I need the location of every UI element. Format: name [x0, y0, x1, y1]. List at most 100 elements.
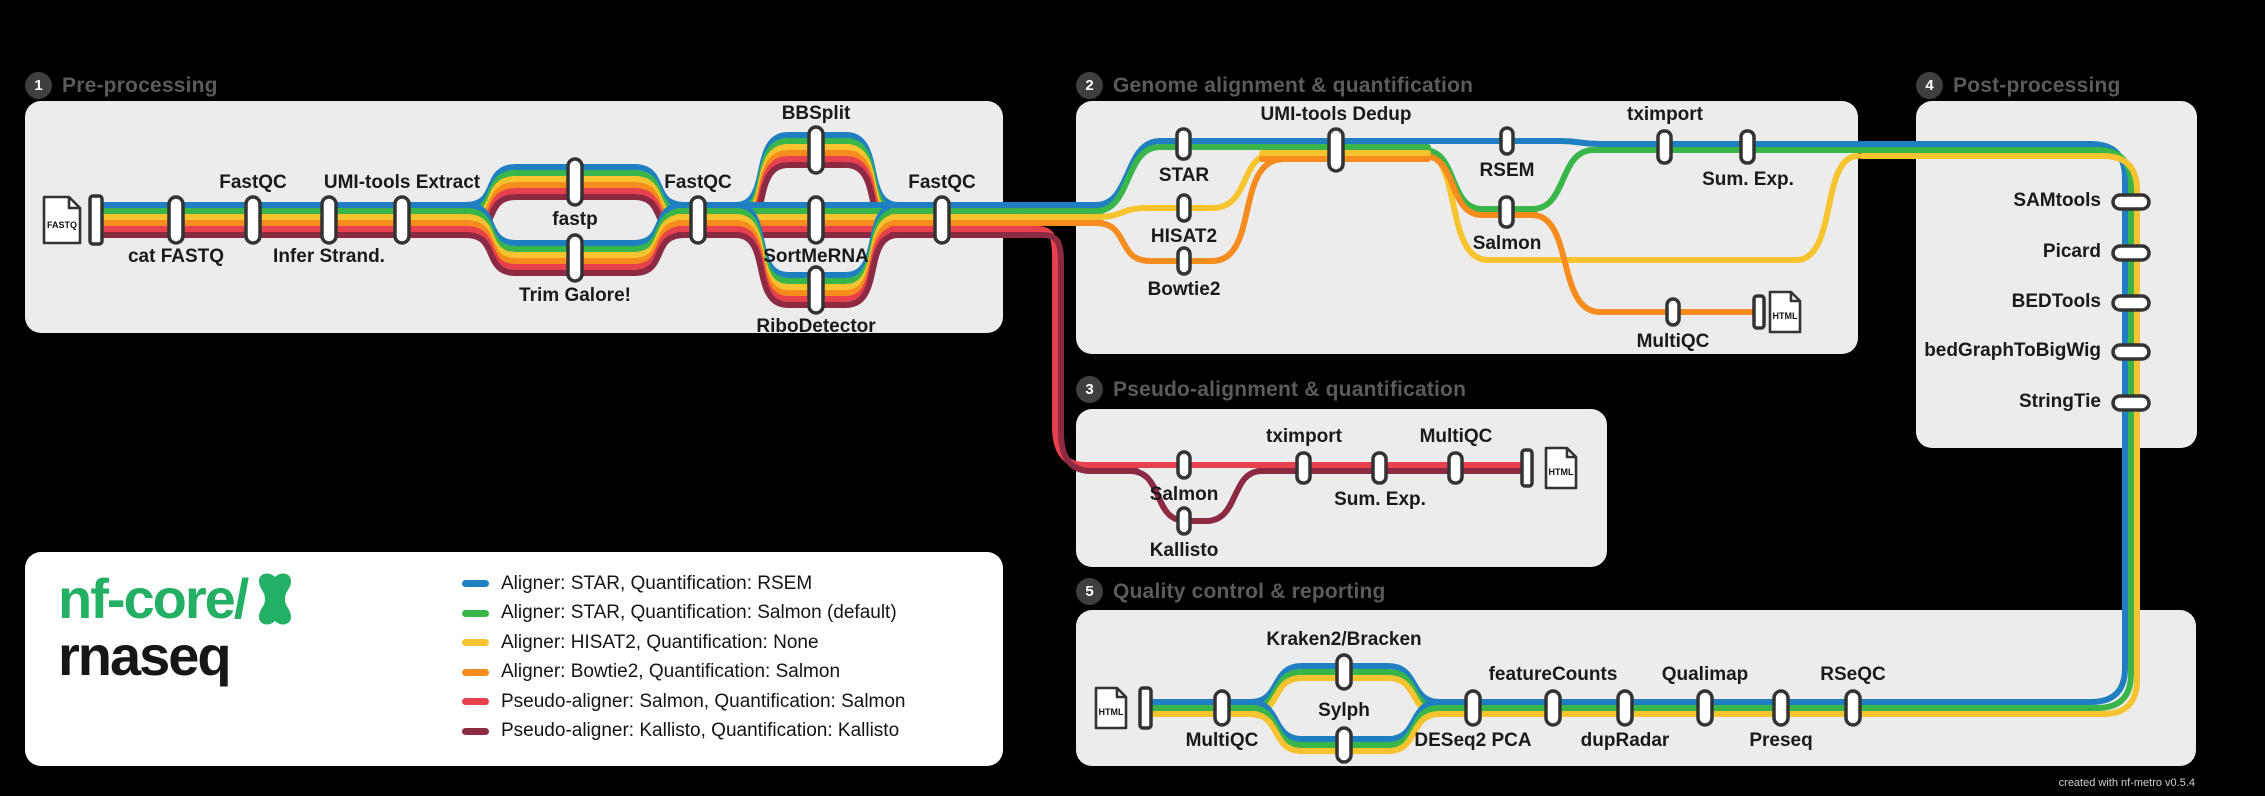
section-label-genome: Genome alignment & quantification [1113, 73, 1474, 97]
section-badge-2: 2 [1076, 72, 1103, 99]
station-kallisto [1176, 506, 1192, 536]
terminator-start [88, 194, 104, 246]
label-stringtie: StringTie [2019, 391, 2101, 412]
station-infer-strand [320, 195, 338, 245]
label-salmon-pseudo: Salmon [1149, 484, 1219, 505]
station-sum-exp-pseudo [1371, 451, 1388, 485]
panel-quality-control [1076, 610, 2196, 766]
label-fastqc-2: FastQC [664, 172, 732, 193]
station-star [1175, 127, 1192, 161]
section-badge-3: 3 [1076, 376, 1103, 403]
station-rseqc [1844, 689, 1862, 727]
section-badge-5: 5 [1076, 578, 1103, 605]
station-umi-dedup [1327, 127, 1345, 173]
label-tximport-genome: tximport [1627, 104, 1703, 125]
label-preseq: Preseq [1749, 730, 1813, 751]
legend-label: Pseudo-aligner: Kallisto, Quantification… [501, 720, 900, 742]
station-stringtie [2111, 394, 2151, 412]
label-kraken: Kraken2/Bracken [1266, 629, 1422, 650]
legend-label: Aligner: STAR, Quantification: Salmon (d… [501, 602, 897, 624]
station-sylph [1335, 726, 1353, 764]
section-label-pre: Pre-processing [62, 73, 218, 97]
panel-legend [25, 552, 1003, 766]
brand-nf-core: nf-core/ [58, 567, 249, 630]
label-qualimap: Qualimap [1661, 664, 1749, 685]
station-salmon-genome [1498, 195, 1515, 229]
label-multiqc-qc: MultiQC [1185, 730, 1259, 751]
label-sylph: Sylph [1318, 700, 1370, 721]
svg-text:HTML: HTML [1773, 311, 1798, 321]
station-preseq [1772, 689, 1790, 727]
section-title-pre: 1 Pre-processing [25, 72, 218, 99]
station-tximport-genome [1656, 129, 1673, 165]
section-label-pseudo: Pseudo-alignment & quantification [1113, 377, 1467, 401]
terminator-pseudo-report [1520, 448, 1534, 488]
section-badge-4: 4 [1916, 72, 1943, 99]
legend-item: Aligner: Bowtie2, Quantification: Salmon [462, 658, 906, 688]
line-hisat2 [1093, 150, 1279, 220]
label-bedgraphtobigwig: bedGraphToBigWig [1924, 340, 2101, 361]
legend-swatch-green [462, 609, 489, 617]
line-bowtie2 [1093, 156, 1287, 264]
html-file-icon-pseudo: HTML [1544, 446, 1578, 490]
line-genome-feed [1024, 205, 1102, 223]
svg-text:FASTQ: FASTQ [47, 220, 77, 230]
label-rseqc: RSeQC [1820, 664, 1886, 685]
station-sum-exp-genome [1739, 129, 1756, 165]
line-dedup-trunk [1262, 141, 1428, 159]
label-fastqc-3: FastQC [908, 172, 976, 193]
station-rsem [1499, 126, 1515, 156]
legend-swatch-maroon [462, 727, 489, 735]
station-umi-extract [393, 195, 411, 245]
apple-core-icon [259, 573, 292, 625]
panel-pseudo-alignment [1076, 409, 1607, 567]
section-title-qc: 5 Quality control & reporting [1076, 578, 1386, 605]
html-file-icon-genome: HTML [1768, 290, 1802, 334]
line-kallisto-branch [1127, 468, 1265, 524]
label-ribodetector: RiboDetector [756, 316, 876, 337]
station-samtools [2111, 193, 2151, 211]
legend-item: Pseudo-aligner: Salmon, Quantification: … [462, 687, 906, 717]
terminator-genome-report [1752, 294, 1766, 330]
section-badge-1: 1 [25, 72, 52, 99]
station-fastqc-2 [689, 195, 707, 245]
legend-label: Aligner: STAR, Quantification: RSEM [501, 572, 813, 594]
station-multiqc-genome [1665, 297, 1681, 327]
legend-label: Pseudo-aligner: Salmon, Quantification: … [501, 690, 906, 712]
station-hisat2 [1176, 193, 1192, 223]
line-pre-trunk-3 [892, 205, 1030, 235]
station-bbsplit [807, 125, 825, 175]
label-sum-exp-pseudo: Sum. Exp. [1334, 489, 1426, 510]
station-bedgraphtobigwig [2111, 343, 2151, 361]
station-tximport-pseudo [1295, 451, 1312, 485]
label-salmon-genome: Salmon [1472, 233, 1542, 254]
station-fastqc-3 [933, 195, 951, 245]
fastq-file-icon: FASTQ [42, 195, 82, 245]
station-fastp [566, 157, 584, 207]
line-salmon-return [1529, 147, 1863, 212]
label-hisat2: HISAT2 [1150, 226, 1218, 247]
station-salmon-pseudo [1176, 450, 1192, 480]
legend-item: Aligner: HISAT2, Quantification: None [462, 628, 906, 658]
label-tximport-pseudo: tximport [1266, 426, 1342, 447]
label-star: STAR [1158, 165, 1210, 186]
label-sortmerna: SortMeRNA [763, 246, 869, 267]
svg-text:HTML: HTML [1099, 707, 1124, 717]
legend-swatch-blue [462, 580, 489, 588]
section-title-post: 4 Post-processing [1916, 72, 2121, 99]
label-rsem: RSEM [1479, 160, 1535, 181]
label-trim-galore: Trim Galore! [519, 285, 631, 306]
label-umi-dedup: UMI-tools Dedup [1260, 104, 1412, 125]
station-featurecounts [1544, 689, 1562, 727]
legend-swatch-orange [462, 668, 489, 676]
label-infer-strand: Infer Strand. [273, 246, 385, 267]
line-pre-trunk-1 [92, 205, 476, 235]
label-bedtools: BEDTools [2011, 291, 2101, 312]
legend-label: Aligner: HISAT2, Quantification: None [501, 631, 819, 653]
station-multiqc-qc [1213, 689, 1231, 727]
line-qc-tail [1146, 702, 1256, 714]
station-sortmerna [807, 195, 825, 245]
nf-core-logo: nf-core/ rnaseq [58, 570, 295, 684]
label-fastqc-1: FastQC [219, 172, 287, 193]
